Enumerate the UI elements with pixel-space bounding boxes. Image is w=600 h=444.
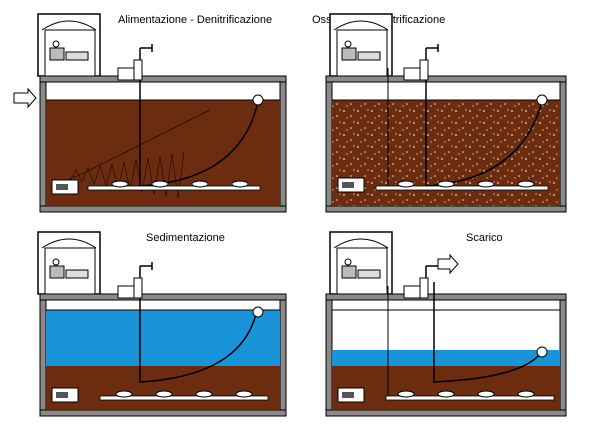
- tank-diagram: [13, 13, 287, 213]
- panel-alimentazione: Alimentazione - Denitrificazione: [0, 0, 300, 222]
- panel-sedimentazione: Sedimentazione: [0, 222, 300, 444]
- blower-icon: [403, 265, 438, 299]
- panel-title: Scarico: [466, 232, 503, 244]
- tank-diagram: [325, 231, 567, 417]
- diffuser-icon: [111, 180, 249, 188]
- float-switch-icon: [252, 94, 264, 106]
- panel-title: Alimentazione - Denitrificazione: [118, 14, 273, 26]
- float-switch-icon: [536, 346, 548, 358]
- tank-diagram: [325, 13, 567, 213]
- diffuser-icon: [397, 390, 535, 398]
- control-cabinet: [37, 13, 101, 77]
- control-cabinet: [329, 13, 393, 77]
- float-switch-icon: [536, 94, 548, 106]
- control-cabinet: [329, 231, 393, 295]
- float-switch-icon: [252, 306, 264, 318]
- panel-scarico: Scarico: [300, 222, 600, 444]
- pump-icon: [51, 179, 79, 195]
- panel-title: Sedimentazione: [146, 232, 225, 244]
- outflow-arrow-icon: [437, 253, 459, 275]
- blower-icon: [117, 262, 153, 299]
- panel-ossidazione: Ossidazione - Nitrificazione: [300, 0, 600, 222]
- inflow-arrow-icon: [13, 87, 37, 109]
- pump-icon: [51, 387, 79, 403]
- pump-icon: [337, 177, 365, 193]
- diffuser-icon: [397, 180, 535, 188]
- blower-icon: [403, 44, 439, 81]
- blower-icon: [117, 44, 153, 81]
- float-switch-cable: [139, 80, 259, 187]
- pump-icon: [337, 387, 365, 403]
- diffuser-icon: [115, 390, 253, 398]
- control-cabinet: [37, 231, 101, 295]
- tank-diagram: [37, 231, 287, 417]
